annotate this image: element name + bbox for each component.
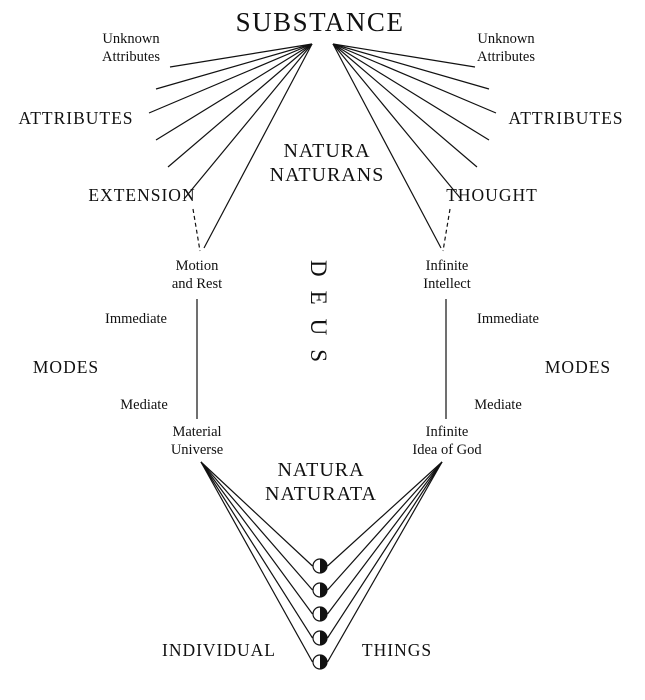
material-universe-label: Material Universe	[170, 424, 224, 458]
right-convergence-lines	[326, 461, 443, 663]
immediate-right-label: Immediate	[476, 311, 540, 327]
right-attribute-fan	[332, 43, 497, 249]
infinite-intellect-label: Infinite Intellect	[423, 258, 471, 292]
unknown-attributes-right-label: Unknown Attributes	[477, 31, 535, 65]
extension-label: EXTENSION	[88, 185, 196, 205]
attributes-left-label: ATTRIBUTES	[18, 108, 134, 128]
modes-left-label: MODES	[32, 357, 100, 377]
left-attribute-fan	[148, 43, 313, 249]
attributes-right-label: ATTRIBUTES	[508, 108, 624, 128]
things-label: THINGS	[361, 640, 433, 660]
mediate-right-label: Mediate	[474, 397, 522, 413]
right-dashed-link	[442, 208, 451, 252]
infinite-idea-of-god-label: Infinite Idea of God	[412, 424, 482, 458]
immediate-left-label: Immediate	[104, 311, 168, 327]
left-dashed-link	[192, 208, 201, 252]
individual-label: INDIVIDUAL	[161, 640, 277, 660]
natura-naturans-label: NATURA NATURANS	[269, 140, 385, 187]
natura-naturata-label: NATURA NATURATA	[265, 459, 377, 506]
modes-right-label: MODES	[544, 357, 612, 377]
motion-and-rest-label: Motion and Rest	[171, 258, 223, 292]
deus-label: DEUS	[306, 259, 331, 377]
individual-thing-nodes	[312, 558, 328, 670]
unknown-attributes-left-label: Unknown Attributes	[102, 31, 160, 65]
thought-label: THOUGHT	[446, 185, 538, 205]
substance-label: SUBSTANCE	[235, 7, 405, 37]
left-convergence-lines	[200, 461, 314, 663]
mediate-left-label: Mediate	[120, 397, 168, 413]
